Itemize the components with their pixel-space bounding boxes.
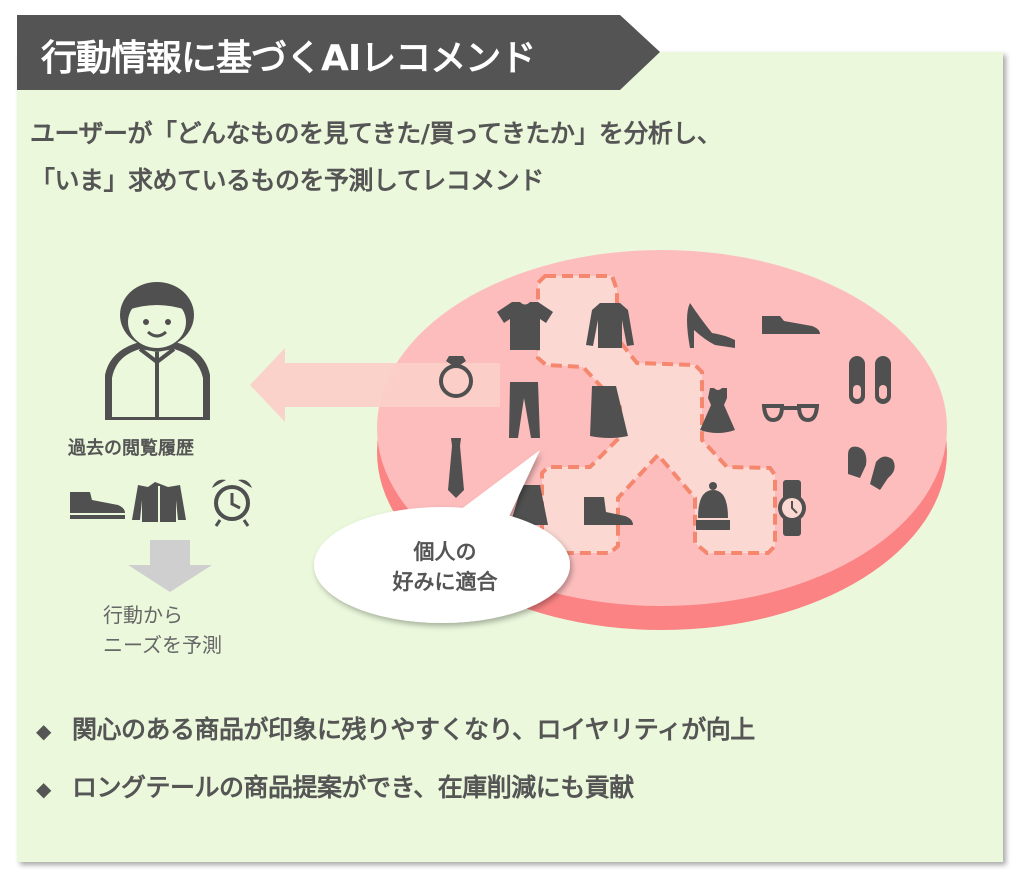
mittens-icon — [848, 446, 895, 490]
history-label: 過去の閲覧履歴 — [68, 438, 194, 459]
shirt-icon — [132, 482, 186, 522]
sneaker-icon — [584, 497, 633, 525]
bubble-text: 個人の 好みに適合 — [370, 537, 520, 597]
header-banner: 行動情報に基づくAIレコメンド — [17, 15, 660, 90]
alarm-clock-icon — [212, 479, 252, 527]
diamond-bullet-icon: ◆ — [36, 777, 51, 801]
bullet-text: ロングテールの商品提案ができ、在庫削減にも貢献 — [72, 773, 634, 802]
t-shirt-icon — [497, 302, 553, 350]
tie-icon — [448, 438, 464, 498]
bubble-line-2: 好みに適合 — [392, 570, 498, 594]
predict-line-2: ニーズを予測 — [103, 633, 222, 657]
subtitle-line-1: ユーザーが「どんなものを見てきた/買ってきたか」を分析し、 — [30, 119, 722, 148]
bullet-item-2: ◆ ロングテールの商品提案ができ、在庫削減にも貢献 — [36, 768, 634, 804]
predict-text: 行動から ニーズを予測 — [103, 600, 222, 660]
dress-shoe-icon — [762, 316, 820, 334]
glasses-icon — [761, 404, 820, 423]
bullet-text: 関心のある商品が印象に残りやすくなり、ロイヤリティが向上 — [72, 715, 755, 744]
watch-icon — [778, 480, 806, 536]
recommend-arrow — [250, 348, 500, 422]
beanie-icon — [696, 482, 730, 530]
diamond-bullet-icon: ◆ — [36, 719, 51, 743]
jacket-icon — [510, 485, 548, 525]
subtitle-line-2: 「いま」求めているものを予測してレコメンド — [30, 166, 544, 195]
page-title: 行動情報に基づくAIレコメンド — [41, 38, 536, 79]
bullet-item-1: ◆ 関心のある商品が印象に残りやすくなり、ロイヤリティが向上 — [36, 710, 755, 746]
header-arrow-shape — [17, 15, 660, 90]
shoe-icon — [70, 492, 125, 519]
ring-icon — [439, 356, 473, 398]
high-heel-icon — [687, 303, 735, 348]
speech-bubble — [314, 450, 570, 623]
predict-line-1: 行動から — [103, 603, 183, 627]
bubble-line-1: 個人の — [413, 540, 477, 564]
down-arrow — [128, 540, 212, 592]
user-avatar-icon — [105, 282, 210, 420]
slippers-icon — [849, 356, 891, 404]
pants-icon — [509, 382, 540, 438]
skirt-icon — [590, 386, 628, 438]
dress-icon — [700, 388, 735, 433]
sweater-icon — [586, 303, 634, 348]
